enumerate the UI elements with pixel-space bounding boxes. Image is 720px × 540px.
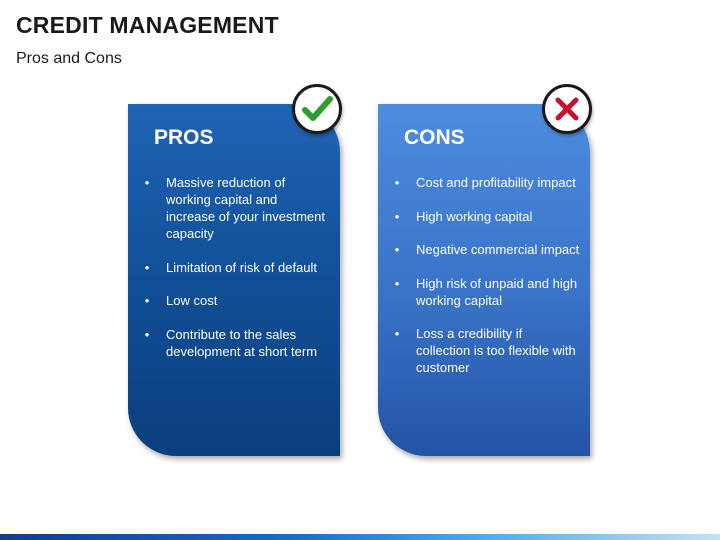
list-item: • Low cost bbox=[142, 292, 330, 309]
pros-title: PROS bbox=[154, 126, 214, 149]
cross-mark-svg bbox=[555, 97, 579, 121]
list-item: • Negative commercial impact bbox=[392, 241, 580, 258]
bullet-icon: • bbox=[144, 293, 150, 308]
pros-item-text: Limitation of risk of default bbox=[166, 259, 318, 275]
bullet-icon: • bbox=[394, 326, 400, 341]
cons-item-text: Negative commercial impact bbox=[416, 242, 580, 257]
list-item: • Limitation of risk of default bbox=[142, 259, 330, 276]
list-item: • Loss a credibility if collection is too… bbox=[392, 325, 580, 376]
cons-item-text: Cost and profitability impact bbox=[416, 175, 576, 190]
list-item: • Cost and profitability impact bbox=[392, 174, 580, 191]
list-item: • Massive reduction of working capital an… bbox=[142, 174, 330, 242]
list-item: • Contribute to the sales development at … bbox=[142, 326, 330, 360]
page-subtitle: Pros and Cons bbox=[16, 50, 122, 67]
bullet-icon: • bbox=[394, 175, 400, 190]
list-item: • High risk of unpaid and high working ca… bbox=[392, 275, 580, 309]
bullet-icon: • bbox=[144, 259, 150, 275]
cons-card: CONS • Cost and profitability impact • Hig… bbox=[378, 84, 592, 456]
bullet-icon: • bbox=[144, 175, 150, 190]
bullet-icon: • bbox=[394, 275, 400, 291]
bullet-icon: • bbox=[394, 208, 400, 224]
page-title: CREDIT MANAGEMENT bbox=[16, 12, 279, 38]
check-icon bbox=[292, 84, 342, 134]
cons-card-panel: CONS • Cost and profitability impact • Hig… bbox=[378, 104, 590, 456]
cons-item-text: High risk of unpaid and high working cap… bbox=[416, 275, 578, 308]
pros-card-panel: PROS • Massive reduction of working capit… bbox=[128, 104, 340, 456]
check-mark-svg bbox=[302, 96, 333, 121]
footer-accent-bar bbox=[0, 534, 720, 540]
bullet-icon: • bbox=[144, 326, 150, 342]
pros-item-text: Low cost bbox=[166, 293, 218, 308]
pros-item-text: Contribute to the sales development at s… bbox=[166, 326, 318, 359]
cons-item-text: High working capital bbox=[416, 208, 533, 224]
bullet-icon: • bbox=[394, 242, 400, 257]
cons-item-text: Loss a credibility if collection is too … bbox=[416, 326, 576, 375]
list-item: • High working capital bbox=[392, 208, 580, 225]
pros-card: PROS • Massive reduction of working capit… bbox=[128, 84, 342, 456]
pros-list: • Massive reduction of working capital an… bbox=[142, 174, 330, 376]
cons-title: CONS bbox=[404, 126, 465, 149]
pros-item-text: Massive reduction of working capital and… bbox=[166, 175, 325, 241]
cross-icon bbox=[542, 84, 592, 134]
cons-list: • Cost and profitability impact • High wor… bbox=[392, 174, 580, 393]
